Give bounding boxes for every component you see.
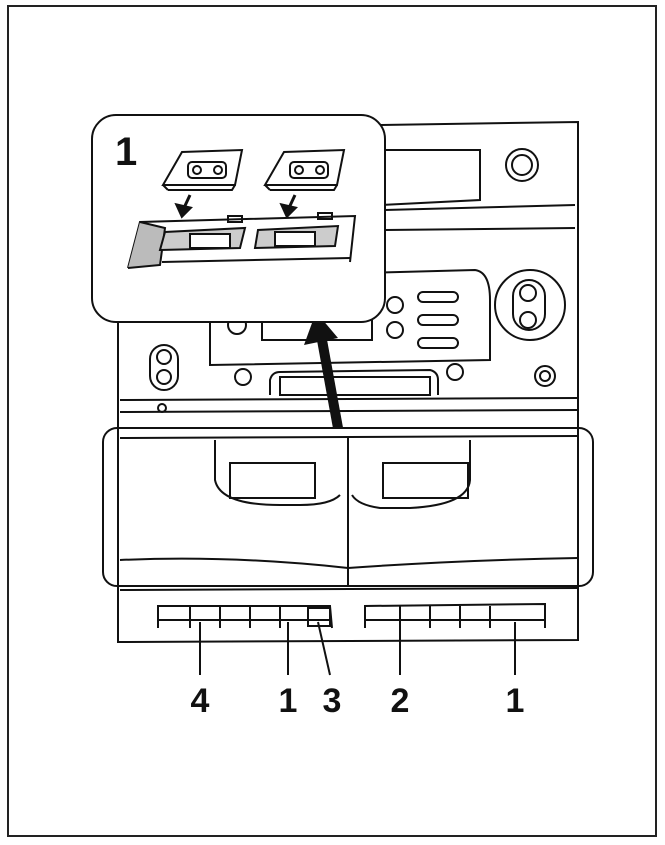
- display-button-1: [386, 296, 404, 314]
- cassette-left-reel-2: [213, 165, 223, 175]
- left-control-top: [156, 349, 172, 365]
- insert-arrow: [304, 312, 343, 429]
- jog-dial-button-bottom: [519, 311, 537, 329]
- jog-dial-capsule: [512, 279, 546, 331]
- tape-control-buttons: [279, 376, 431, 396]
- deck-tab-right: [317, 212, 333, 220]
- button-panel-top: [119, 587, 579, 591]
- cassette-right-window: [289, 161, 329, 179]
- arrow-right-head: [279, 202, 298, 219]
- callout-label-4: 4: [191, 682, 210, 720]
- jog-dial-button-top: [519, 284, 537, 302]
- lower-knob-left: [234, 368, 252, 386]
- deck-a-window: [229, 462, 316, 499]
- callout-leaders: [199, 621, 516, 676]
- display-slot-1: [417, 291, 459, 303]
- callout-label-2: 2: [391, 682, 410, 720]
- cassette-deck-highlight: [102, 427, 594, 587]
- deck-base-line: [161, 257, 351, 263]
- volume-knob-inner: [539, 370, 551, 382]
- headphone-jack: [157, 403, 167, 413]
- top-panel-line: [384, 204, 576, 211]
- display-button-2: [386, 321, 404, 339]
- cd-drawer: [379, 149, 481, 206]
- figure-border: [7, 5, 657, 837]
- callout-label-1b: 1: [506, 682, 525, 720]
- volume-knob: [534, 365, 556, 387]
- lower-knob-right: [446, 363, 464, 381]
- arrow-shaft: [317, 339, 343, 429]
- cassette-right: [263, 148, 346, 191]
- deck-slot-left-window: [189, 233, 231, 249]
- callout-label-3: 3: [323, 682, 342, 720]
- unit-outline: [117, 120, 579, 644]
- deck-b-door-curve: [351, 440, 471, 509]
- deck-a-door-curve: [214, 440, 341, 506]
- open-deck-doors: [127, 212, 357, 269]
- cassette-left: [161, 148, 244, 191]
- left-control-bottom: [156, 369, 172, 385]
- cassette-left-reel-1: [192, 165, 202, 175]
- insert-arrows: [174, 194, 298, 219]
- arrow-left-head: [174, 202, 193, 219]
- cassette-left-window: [187, 161, 227, 179]
- cassette-right-body: [263, 148, 346, 186]
- deck-a-button-row: [157, 605, 333, 629]
- cassette-left-body: [161, 148, 244, 186]
- shelf-line-2: [119, 409, 579, 413]
- deck-tab-left: [227, 215, 243, 223]
- cd-open-knob: [505, 148, 539, 182]
- display-slot-3: [417, 337, 459, 349]
- leader-3: [317, 621, 331, 676]
- cassette-right-reel-1: [294, 165, 304, 175]
- left-control-capsule: [149, 344, 179, 391]
- jog-dial: [494, 269, 566, 341]
- deck-b-window: [382, 462, 469, 499]
- callout-label-1a: 1: [279, 682, 298, 720]
- display-slot-2: [417, 314, 459, 326]
- shelf-line: [119, 397, 579, 401]
- cassette-right-reel-2: [315, 165, 325, 175]
- cassette-right-edge: [264, 184, 338, 191]
- arrow-head: [304, 312, 338, 345]
- cd-open-knob-inner: [511, 154, 533, 176]
- tape-control-frame: [269, 368, 439, 395]
- inset-box: 1: [91, 114, 386, 323]
- deck-bottom-curve: [119, 557, 579, 570]
- stereo-unit: [102, 120, 594, 644]
- top-panel-line-2: [384, 227, 576, 231]
- deck-slot-right-window: [274, 231, 316, 247]
- deck-b-button-row: [364, 602, 546, 628]
- inset-step-label: 1: [115, 130, 137, 174]
- cassette-left-edge: [162, 184, 236, 191]
